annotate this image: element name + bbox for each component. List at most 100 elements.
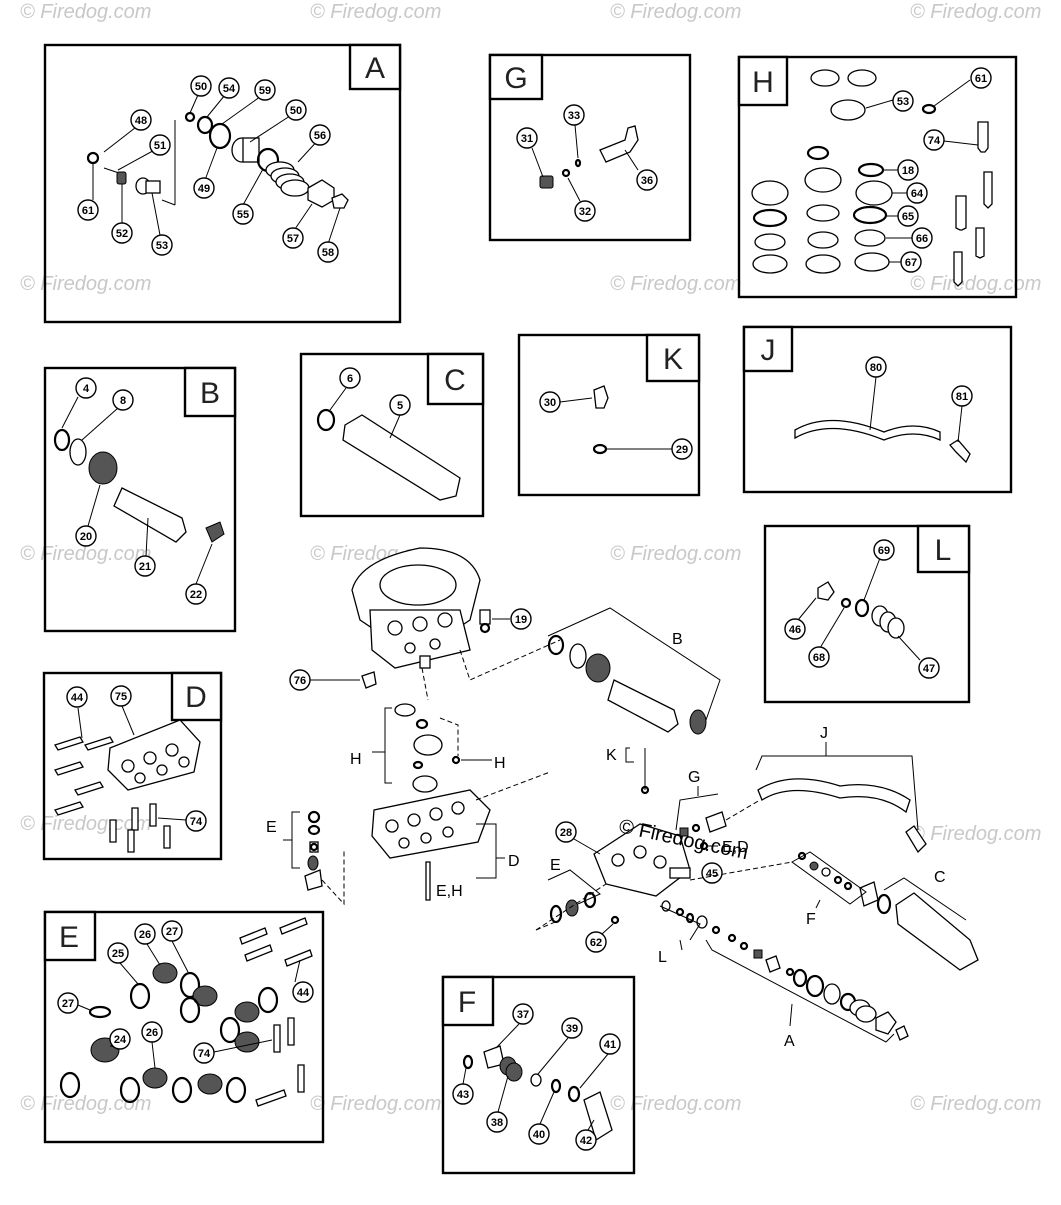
main-label-e: E xyxy=(266,819,277,836)
callout-e-27b: 27 xyxy=(57,992,79,1014)
panel-j-frame xyxy=(742,325,1013,494)
callout-e-27: 27 xyxy=(161,920,183,942)
panel-c-tab xyxy=(426,352,485,406)
main-label-b: B xyxy=(672,631,683,648)
watermark: © Firedog.com xyxy=(910,823,1041,845)
panel-g-letter: G xyxy=(504,62,527,95)
callout-h-74: 74 xyxy=(923,129,945,151)
callout-a-55: 55 xyxy=(232,203,254,225)
callout-g-32: 32 xyxy=(574,200,596,222)
panel-g-frame xyxy=(488,53,692,242)
svg-text:59: 59 xyxy=(259,85,271,97)
panel-h-tab xyxy=(737,55,789,107)
callout-c-5: 5 xyxy=(389,394,411,416)
svg-text:62: 62 xyxy=(590,937,602,949)
main-label-ed: E,D xyxy=(722,839,749,856)
panel-k-tab xyxy=(645,333,701,383)
svg-text:6: 6 xyxy=(347,373,353,385)
callout-j-81: 81 xyxy=(951,385,973,407)
svg-text:69: 69 xyxy=(878,545,890,557)
callout-e-74: 74 xyxy=(193,1042,215,1064)
callout-f-39: 39 xyxy=(561,1017,583,1039)
callout-a-57: 57 xyxy=(282,227,304,249)
callout-d-44: 44 xyxy=(66,686,88,708)
panel-e-letter: E xyxy=(59,921,79,954)
callout-h-67: 67 xyxy=(900,251,922,273)
watermark-layer: © Firedog.com © Firedog.com © Firedog.co… xyxy=(20,1,1041,1115)
svg-text:57: 57 xyxy=(287,233,299,245)
callout-c-6: 6 xyxy=(339,367,361,389)
callout-d-75: 75 xyxy=(110,685,132,707)
callout-e-44: 44 xyxy=(292,981,314,1003)
watermark: © Firedog.com xyxy=(910,1093,1041,1115)
callout-h-64: 64 xyxy=(906,182,928,204)
callout-f-41: 41 xyxy=(599,1033,621,1055)
svg-text:28: 28 xyxy=(560,827,572,839)
main-label-a: A xyxy=(784,1033,795,1050)
callout-a-54: 54 xyxy=(218,77,240,99)
panel-b-frame xyxy=(43,366,237,633)
svg-text:26: 26 xyxy=(146,1027,158,1039)
svg-text:37: 37 xyxy=(517,1009,529,1021)
callout-d-74: 74 xyxy=(185,810,207,832)
watermark: © Firedog.com xyxy=(20,273,151,295)
panel-a-frame xyxy=(43,43,402,324)
callout-main-19: 19 xyxy=(510,608,532,630)
svg-text:61: 61 xyxy=(975,73,987,85)
panel-b-tab xyxy=(183,366,237,418)
callout-g-33: 33 xyxy=(563,104,585,126)
callout-a-56: 56 xyxy=(309,124,331,146)
panel-d-tab xyxy=(170,671,223,722)
panel-g: G 33 31 36 32 xyxy=(488,53,692,242)
watermark: © Firedog.com xyxy=(610,543,741,565)
callout-h-65: 65 xyxy=(897,205,919,227)
main-label-e2: E xyxy=(550,857,561,874)
callout-a-58: 58 xyxy=(317,241,339,263)
callout-b-4: 4 xyxy=(75,377,97,399)
svg-text:68: 68 xyxy=(813,652,825,664)
svg-text:53: 53 xyxy=(897,96,909,108)
callout-a-51: 51 xyxy=(149,134,171,156)
panel-a-letter: A xyxy=(365,52,385,85)
svg-text:8: 8 xyxy=(120,395,126,407)
watermark: © Firedog.com xyxy=(20,1093,151,1115)
panel-c: C 6 5 xyxy=(299,352,485,518)
callout-main-28: 28 xyxy=(555,821,577,843)
callout-g-31: 31 xyxy=(516,127,538,149)
panel-j-letter: J xyxy=(761,334,776,367)
main-label-h2: H xyxy=(494,755,506,772)
watermark: © Firedog.com xyxy=(310,1093,441,1115)
callout-b-21: 21 xyxy=(134,555,156,577)
svg-text:22: 22 xyxy=(190,589,202,601)
panel-h-letter: H xyxy=(752,66,774,99)
callout-a-50: 50 xyxy=(190,75,212,97)
svg-text:51: 51 xyxy=(154,140,166,152)
svg-text:21: 21 xyxy=(139,561,151,573)
svg-text:32: 32 xyxy=(579,206,591,218)
svg-text:29: 29 xyxy=(676,444,688,456)
panel-b: B 4 8 20 21 22 xyxy=(43,366,237,633)
main-label-c: C xyxy=(934,869,946,886)
spring-part xyxy=(499,1056,523,1082)
svg-text:66: 66 xyxy=(916,233,928,245)
callout-h-66: 66 xyxy=(911,227,933,249)
callout-main-62: 62 xyxy=(585,931,607,953)
svg-text:61: 61 xyxy=(82,205,94,217)
watermark: © Firedog.com xyxy=(310,1,441,23)
watermark: © Firedog.com xyxy=(610,273,741,295)
svg-text:31: 31 xyxy=(521,133,533,145)
callout-e-24: 24 xyxy=(109,1028,131,1050)
callout-e-25: 25 xyxy=(107,942,129,964)
panel-c-letter: C xyxy=(444,364,466,397)
watermark: © Firedog.com xyxy=(20,543,151,565)
callout-f-37: 37 xyxy=(512,1003,534,1025)
panel-j-tab xyxy=(742,325,794,373)
svg-text:56: 56 xyxy=(314,130,326,142)
svg-text:58: 58 xyxy=(322,247,334,259)
panel-b-letter: B xyxy=(200,377,220,410)
callout-j-80: 80 xyxy=(865,356,887,378)
svg-text:74: 74 xyxy=(198,1048,211,1060)
callout-f-42: 42 xyxy=(575,1129,597,1151)
spring-part xyxy=(849,999,877,1023)
